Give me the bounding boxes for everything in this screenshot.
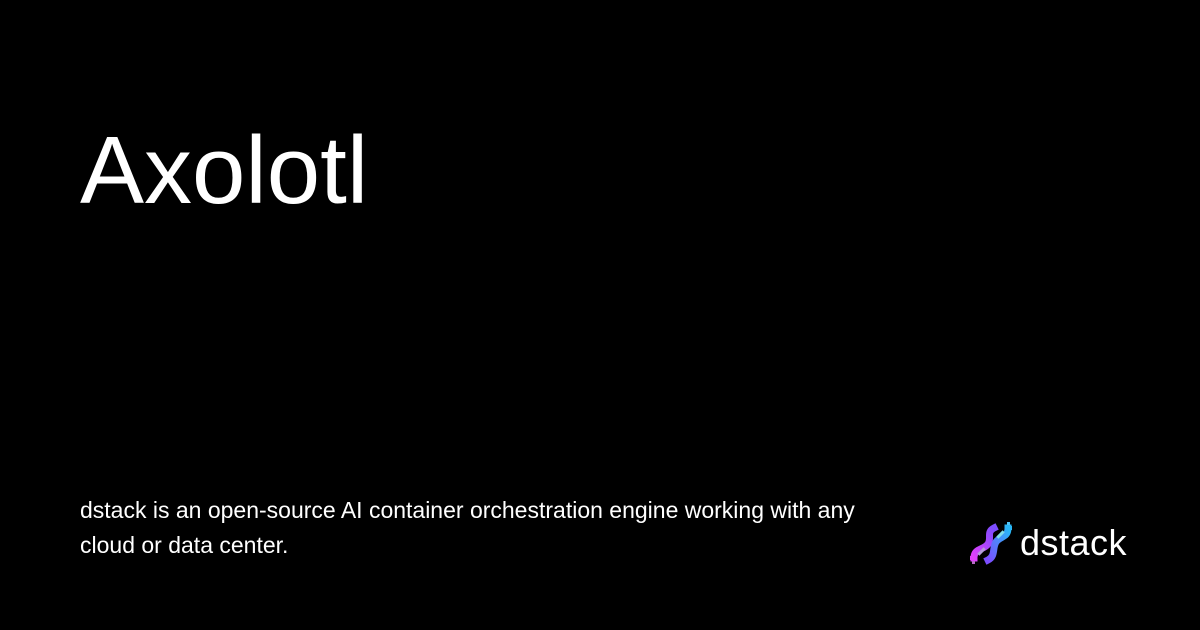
brand-lockup: dstack — [968, 518, 1127, 568]
dstack-helix-logo-icon — [968, 520, 1014, 566]
brand-name: dstack — [1020, 522, 1128, 563]
page-title: Axolotl — [80, 117, 369, 224]
page-description: dstack is an open-source AI container or… — [80, 497, 855, 558]
